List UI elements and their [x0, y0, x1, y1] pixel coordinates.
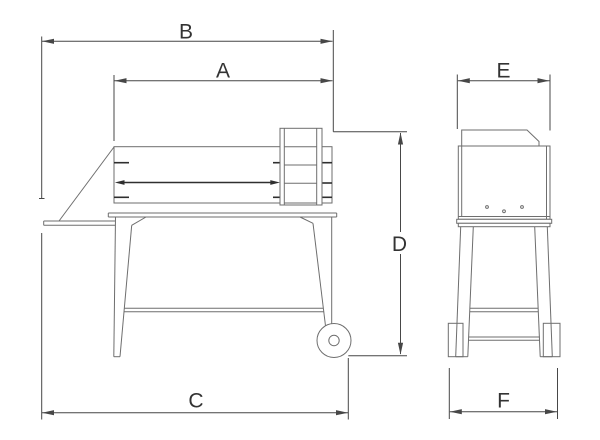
front-table: [456, 218, 553, 228]
dimension-label-E: E: [496, 60, 510, 83]
wheel-hub: [328, 334, 340, 347]
dimension-B: B: [39, 21, 334, 199]
wheel: [316, 323, 352, 358]
front-hole: [502, 209, 506, 214]
front-top-flap: [461, 129, 540, 146]
dimension-E: E: [456, 60, 551, 131]
front-left-foot: [447, 322, 464, 358]
dimension-label-F: F: [497, 390, 510, 413]
side-strut: [58, 146, 115, 222]
front-view: [447, 129, 561, 358]
front-right-leg: [534, 226, 553, 358]
dimensions: B A C D: [39, 21, 558, 420]
dimension-D: D: [333, 131, 407, 357]
dimension-C: C: [41, 233, 349, 420]
side-right-leg: [312, 217, 333, 331]
side-stretcher: [124, 307, 324, 313]
side-ledge: [43, 220, 115, 226]
side-left-leg: [113, 216, 133, 358]
dimension-label-A: A: [216, 60, 230, 83]
dimension-A: A: [113, 60, 333, 141]
side-table: [107, 212, 338, 226]
side-wedge-tower: [279, 127, 323, 206]
dimension-F: F: [448, 368, 558, 419]
side-view: [43, 127, 352, 358]
front-hole: [520, 205, 524, 209]
front-stretchers: [468, 307, 540, 341]
front-hole: [485, 205, 489, 209]
dimension-label-D: D: [392, 233, 407, 256]
front-body: [457, 145, 551, 220]
dimension-label-C: C: [188, 390, 203, 413]
front-left-leg: [455, 226, 474, 358]
dimension-label-B: B: [179, 21, 193, 44]
